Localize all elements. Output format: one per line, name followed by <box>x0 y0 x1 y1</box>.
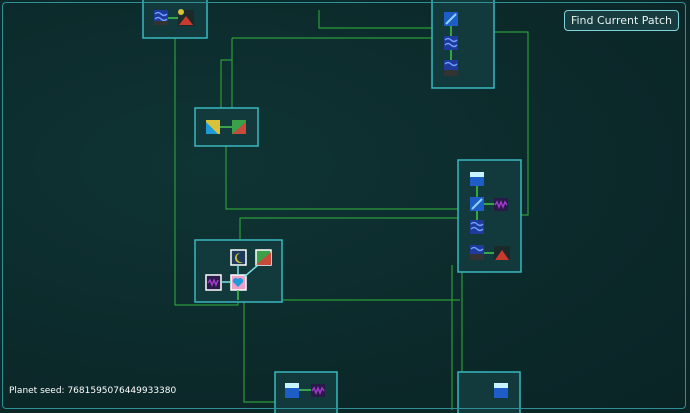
patch-bottom-right[interactable] <box>457 371 521 413</box>
map-frame <box>2 2 686 409</box>
patch-middle-left[interactable] <box>194 107 259 147</box>
planet-seed-label: Planet seed: 7681595076449933380 <box>9 386 177 396</box>
patch-top-right[interactable] <box>431 0 495 89</box>
patch-top-left[interactable] <box>142 0 208 39</box>
patch-right-cluster[interactable] <box>457 159 522 273</box>
patch-bottom-mid[interactable] <box>274 371 338 413</box>
find-current-patch-button[interactable]: Find Current Patch <box>563 10 679 31</box>
patch-center-cluster[interactable] <box>194 239 283 303</box>
